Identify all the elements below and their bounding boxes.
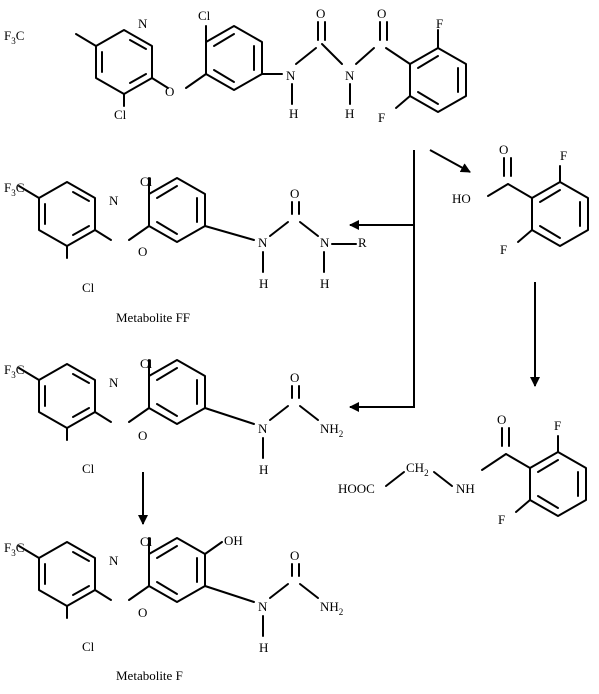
nh-n-1: N <box>258 235 268 250</box>
pyridine-n: N <box>138 16 148 31</box>
difluorohippuric-acid-structure: O NH CH2 HOOC F F <box>338 412 587 527</box>
r-group: R <box>358 235 367 250</box>
phenylurea-structure: F3C N Cl O Cl N H O NH2 <box>4 356 343 477</box>
arrow-to-difluorobenzoic-acid <box>429 149 471 173</box>
f-top: F <box>554 418 561 433</box>
nh-h: H <box>259 640 268 655</box>
hooc-label: HOOC <box>338 481 375 496</box>
metabolite-ff-structure: F3C N Cl O Cl N H O N H R Metabolite FF <box>4 174 367 325</box>
pyridine-cl: Cl <box>82 280 95 295</box>
nh-n: N <box>258 599 268 614</box>
parent-compound: F3C N Cl O Cl N H O N H O F F <box>4 6 467 125</box>
cf3-label: F3C <box>4 362 24 380</box>
nh-label: NH <box>456 481 475 496</box>
caption-metabolite-ff: Metabolite FF <box>116 310 190 325</box>
hydroxyl-oh: OH <box>224 533 243 548</box>
pyridine-cl: Cl <box>82 639 95 654</box>
difluoro-f-bottom: F <box>378 110 385 125</box>
difluorobenzoic-acid-structure: O HO F F <box>452 142 589 257</box>
nh-n-2: N <box>345 68 355 83</box>
caption-metabolite-f: Metabolite F <box>116 668 183 683</box>
pyridine-n: N <box>109 375 119 390</box>
cf3-label: F3C <box>4 180 24 198</box>
ether-o: O <box>165 84 174 99</box>
reaction-arrows <box>138 149 540 525</box>
nh-h-2: H <box>320 276 329 291</box>
phenyl-cl: Cl <box>198 8 211 23</box>
nh2-label: NH2 <box>320 599 343 617</box>
nh2-label: NH2 <box>320 421 343 439</box>
acid-ho: HO <box>452 191 471 206</box>
ether-o: O <box>138 244 147 259</box>
amide-o: O <box>497 412 506 427</box>
phenyl-cl: Cl <box>140 534 153 549</box>
nh-h-2: H <box>345 106 354 121</box>
nh-n-2: N <box>320 235 330 250</box>
amide-o: O <box>377 6 386 21</box>
phenyl-cl: Cl <box>140 356 153 371</box>
nh-h-1: H <box>259 276 268 291</box>
f-bottom: F <box>498 512 505 527</box>
f-bottom: F <box>500 242 507 257</box>
urea-o: O <box>290 186 299 201</box>
urea-o: O <box>290 548 299 563</box>
nh-n: N <box>258 421 268 436</box>
phenyl-cl: Cl <box>140 174 153 189</box>
f-top: F <box>560 148 567 163</box>
ether-o: O <box>138 428 147 443</box>
difluoro-f-top: F <box>436 16 443 31</box>
nh-h-1: H <box>289 106 298 121</box>
pyridine-n: N <box>109 553 119 568</box>
cf3-label: F3C <box>4 28 24 46</box>
pyridine-n: N <box>109 193 119 208</box>
cf3-label: F3C <box>4 540 24 558</box>
metabolite-f-structure: F3C N Cl O Cl OH N H O NH2 Metabolite F <box>4 533 343 683</box>
urea-o: O <box>316 6 325 21</box>
nh-n-1: N <box>286 68 296 83</box>
acid-o: O <box>499 142 508 157</box>
ch2-label: CH2 <box>406 460 429 478</box>
pyridine-cl: Cl <box>114 107 127 122</box>
nh-h: H <box>259 462 268 477</box>
pyridine-cl: Cl <box>82 461 95 476</box>
ether-o: O <box>138 605 147 620</box>
urea-o: O <box>290 370 299 385</box>
